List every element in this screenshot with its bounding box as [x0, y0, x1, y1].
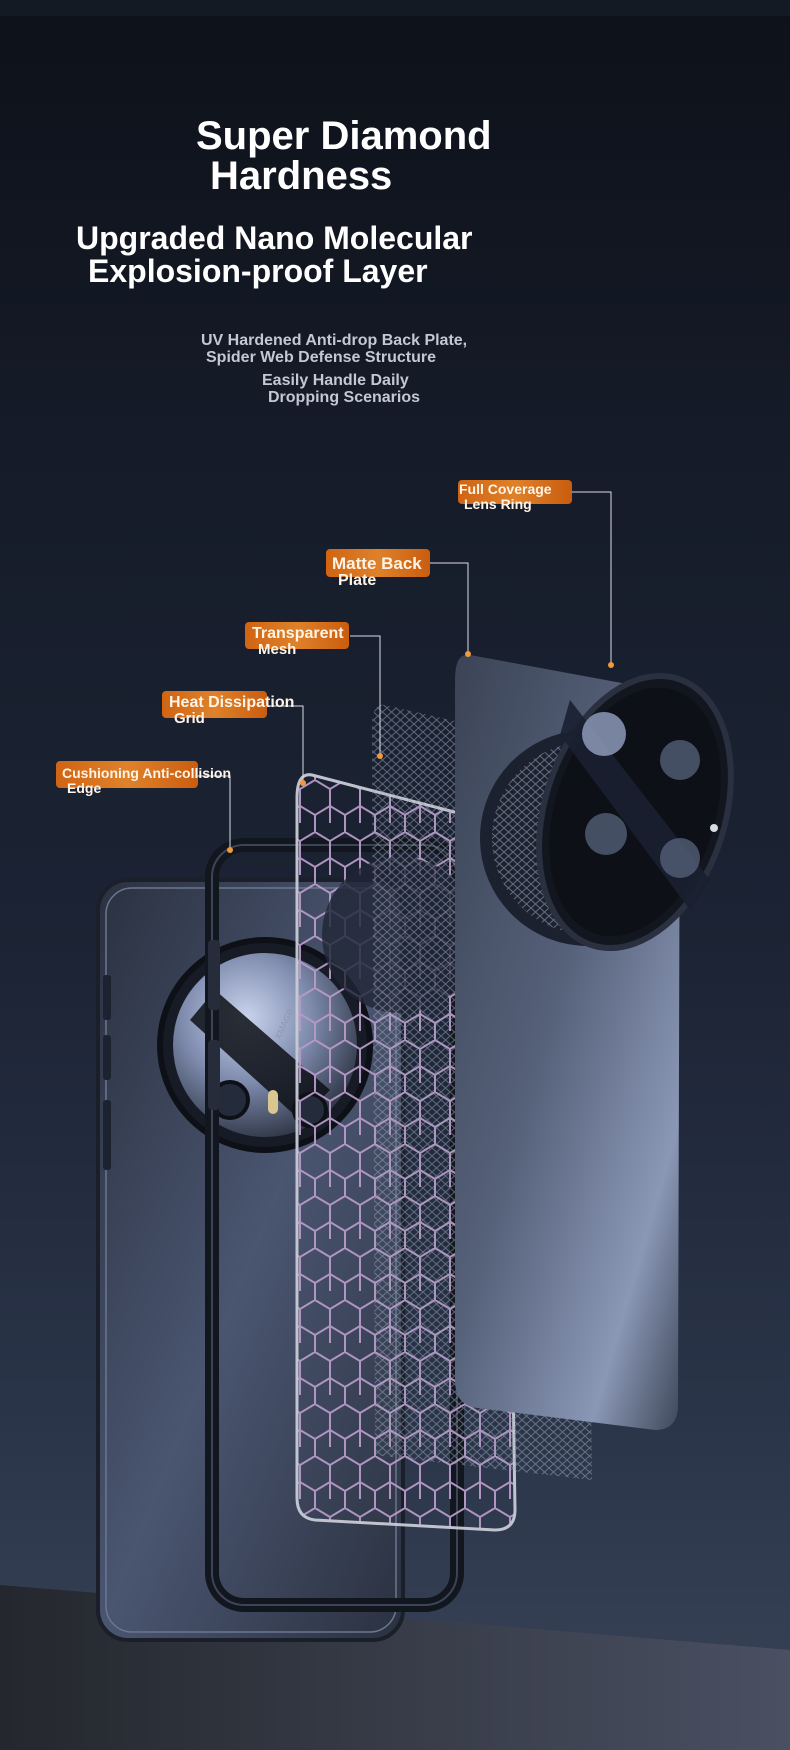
- headline-line-2: Hardness: [210, 154, 393, 198]
- subtitle-line-2: Spider Web Defense Structure: [206, 349, 436, 366]
- subtitle-line-1: UV Hardened Anti-drop Back Plate,: [201, 332, 468, 349]
- callout-transparent-mesh-line2: Mesh: [258, 641, 297, 658]
- subtitle-line-3: Easily Handle Daily: [262, 372, 409, 389]
- lens-ring: [536, 672, 734, 952]
- callout-heat-grid-line1: Heat Dissipation: [169, 694, 295, 711]
- callout-lens-ring-line1: Full Coverage: [459, 481, 552, 497]
- callout-lens-ring-line2: Lens Ring: [464, 496, 532, 512]
- headline-line-3: Upgraded Nano Molecular: [76, 220, 473, 256]
- headline-line-4: Explosion-proof Layer: [88, 253, 428, 289]
- callout-transparent-mesh-line1: Transparent: [252, 625, 344, 642]
- callout-matte-back-plate-line2: Plate: [338, 572, 377, 589]
- callout-matte-back-plate-line1: Matte Back: [332, 554, 422, 573]
- callout-heat-grid-line2: Grid: [174, 710, 205, 727]
- leader-dots: [227, 651, 614, 853]
- leader-lines: [192, 491, 612, 850]
- subtitle-line-4: Dropping Scenarios: [268, 389, 421, 406]
- callout-cushioning-edge-line1: Cushioning Anti-collision: [62, 765, 232, 781]
- headline-line-1: Super Diamond: [196, 114, 492, 158]
- top-band: [0, 0, 790, 16]
- callout-cushioning-edge-line2: Edge: [67, 780, 102, 796]
